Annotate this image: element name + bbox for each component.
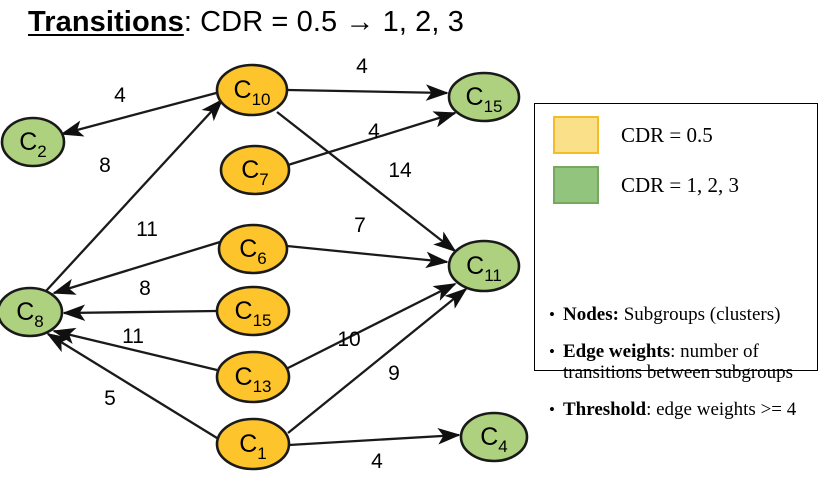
node-label-subscript: 15: [484, 97, 503, 116]
legend-bullet-edge-weights: • Edge weights: number of transitions be…: [549, 341, 811, 383]
edge-weight-label: 4: [356, 55, 368, 78]
legend-bullet-nodes-bold: Nodes:: [563, 304, 619, 325]
legend-bullet-edge-weights-bold: Edge weights: [563, 341, 671, 362]
bullet-marker: •: [549, 342, 555, 361]
graph-edge: [60, 90, 221, 137]
legend-swatch-row-1: CDR = 1, 2, 3: [553, 166, 739, 204]
legend-swatch-cdr-123: [553, 166, 599, 204]
graph-node[interactable]: C15: [447, 71, 521, 123]
edge-weight-label: 11: [136, 218, 158, 241]
graph-node[interactable]: C10: [215, 63, 289, 117]
node-shape: [447, 71, 521, 123]
graph-edge: [288, 427, 461, 447]
edge-weight-label: 5: [104, 387, 116, 410]
title-rest: : CDR = 0.5 → 1, 2, 3: [183, 6, 464, 38]
edge-weight-label: 14: [388, 159, 412, 182]
edge-layer: [45, 84, 468, 447]
graph-node[interactable]: C8: [0, 286, 64, 338]
graph-node[interactable]: C6: [217, 223, 289, 275]
graph-edge: [287, 287, 468, 434]
node-shape: [215, 285, 291, 337]
legend-swatch-row-0: CDR = 0.5: [553, 116, 713, 154]
edge-weight-label: 9: [388, 362, 400, 385]
node-label-subscript: 7: [259, 170, 268, 189]
graph-node[interactable]: C1: [215, 417, 291, 471]
title-emphasis: Transitions: [28, 6, 184, 38]
legend-bullet-threshold-text: Threshold: edge weights >= 4: [563, 399, 796, 420]
node-shape: [447, 239, 521, 293]
edge-weight-label: 4: [368, 120, 380, 143]
legend-bullet-edge-weights-text: Edge weights: number of transitions betw…: [563, 341, 811, 383]
graph-node[interactable]: C15: [215, 285, 291, 337]
edge-weight-label: 7: [354, 214, 366, 237]
legend-label-cdr-half: CDR = 0.5: [621, 122, 713, 147]
legend-bullet-nodes-text: Nodes: Subgroups (clusters): [563, 304, 780, 325]
edge-label-layer: 4 4 4 14 8 11 7 8 11 10 5 9 4: [99, 55, 412, 473]
graph-node[interactable]: C4: [459, 411, 529, 463]
bullet-marker: •: [549, 305, 555, 324]
node-label-subscript: 15: [253, 311, 272, 330]
legend-bullet-nodes: • Nodes: Subgroups (clusters): [549, 304, 811, 325]
graph-edge: [46, 333, 218, 439]
node-label-subscript: 13: [253, 377, 272, 396]
graph-node[interactable]: C11: [447, 239, 521, 293]
graph-node[interactable]: C13: [215, 350, 291, 404]
node-label-subscript: 2: [37, 142, 46, 161]
graph-edge: [276, 111, 457, 253]
edge-weight-label: 4: [371, 450, 383, 473]
page-title: Transitions: CDR = 0.5 → 1, 2, 3: [28, 6, 464, 39]
legend-bullet-threshold-bold: Threshold: [563, 399, 647, 420]
legend-swatch-cdr-half: [553, 116, 599, 154]
node-shape: [0, 116, 66, 168]
graph-edge: [286, 244, 449, 269]
graph-edge: [52, 327, 218, 372]
edge-weight-label: 8: [99, 154, 111, 177]
graph-edge: [62, 304, 218, 322]
node-shape: [215, 63, 289, 117]
node-label-subscript: 10: [252, 90, 271, 109]
legend-bullet-list: • Nodes: Subgroups (clusters) • Edge wei…: [549, 304, 811, 436]
graph-node[interactable]: C2: [0, 116, 66, 168]
node-shape: [217, 223, 289, 275]
graph-edge: [287, 282, 457, 370]
legend-bullet-threshold-rest: : edge weights >= 4: [646, 399, 797, 420]
edge-weight-label: 4: [114, 84, 126, 107]
bullet-marker: •: [549, 400, 555, 419]
graph-edge: [52, 240, 221, 295]
graph-edge: [45, 98, 224, 292]
legend-label-cdr-123: CDR = 1, 2, 3: [621, 172, 740, 197]
node-label-subscript: 11: [484, 266, 502, 285]
node-label-subscript: 8: [34, 312, 43, 331]
node-shape: [459, 411, 529, 463]
graph-edge: [287, 111, 457, 167]
graph-node[interactable]: C7: [219, 144, 291, 196]
node-shape: [219, 144, 291, 196]
legend-bullet-edge-weights-rest: : number of transitions between subgroup…: [563, 341, 794, 383]
node-shape: [0, 286, 64, 338]
edge-weight-label: 8: [139, 277, 151, 300]
legend-panel: CDR = 0.5 CDR = 1, 2, 3 • Nodes: Subgrou…: [534, 103, 818, 420]
graph-edge: [287, 84, 449, 101]
node-label-subscript: 1: [257, 444, 266, 463]
node-shape: [215, 417, 291, 471]
edge-weight-label: 10: [337, 328, 360, 351]
node-label-subscript: 4: [498, 437, 507, 456]
legend-bullet-nodes-rest: Subgroups (clusters): [618, 304, 781, 325]
node-label-subscript: 6: [257, 249, 266, 268]
node-shape: [215, 350, 291, 404]
legend-bullet-threshold: • Threshold: edge weights >= 4: [549, 399, 811, 420]
edge-weight-label: 11: [122, 325, 144, 348]
